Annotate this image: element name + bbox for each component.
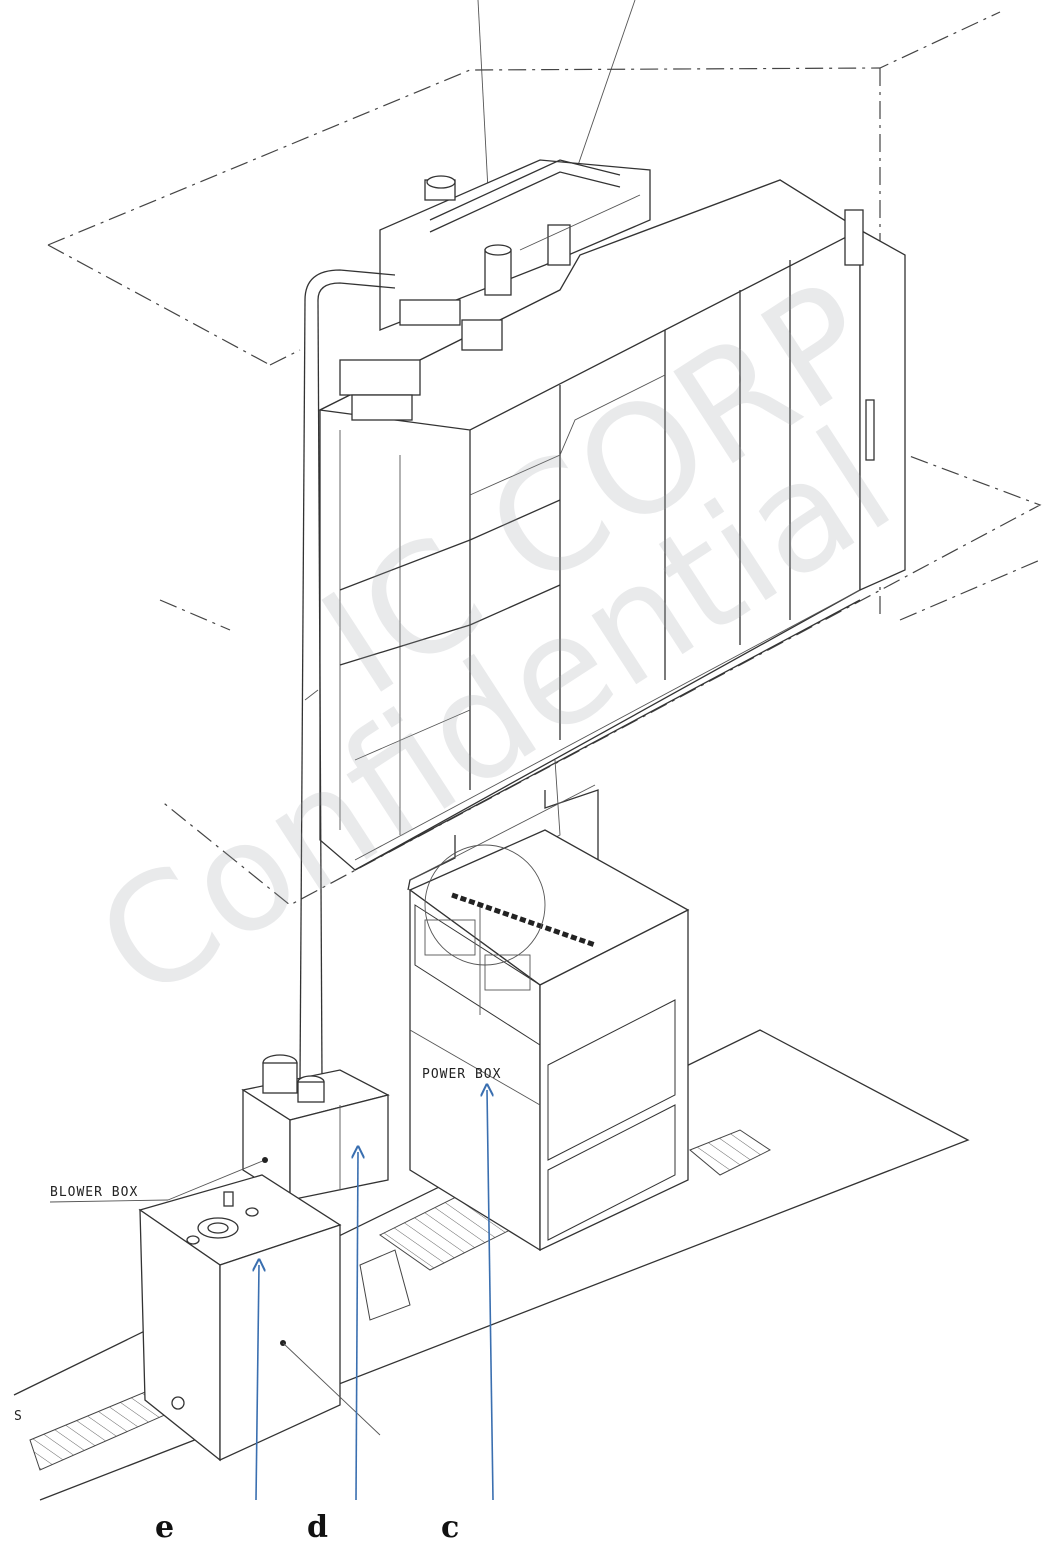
callout-arrows	[256, 1090, 494, 1501]
callout-arrow-e	[256, 1265, 259, 1501]
main-machine-assembly	[317, 159, 906, 871]
callout-letter-d: d	[307, 1510, 328, 1545]
callout-letter-c: c	[441, 1510, 459, 1545]
blower-box: BLOWER BOX	[49, 1054, 390, 1203]
tank-box	[138, 1174, 381, 1462]
power-box: POWER BOX	[408, 829, 690, 1252]
duct-pipe	[299, 269, 396, 1081]
edge-label-s: S	[14, 1409, 23, 1424]
power-box-label: POWER BOX	[422, 1067, 501, 1082]
callout-letter-e: e	[155, 1510, 174, 1545]
callout-arrow-c	[487, 1090, 494, 1501]
blower-box-label: BLOWER BOX	[50, 1185, 138, 1200]
callout-arrow-d	[356, 1152, 358, 1501]
